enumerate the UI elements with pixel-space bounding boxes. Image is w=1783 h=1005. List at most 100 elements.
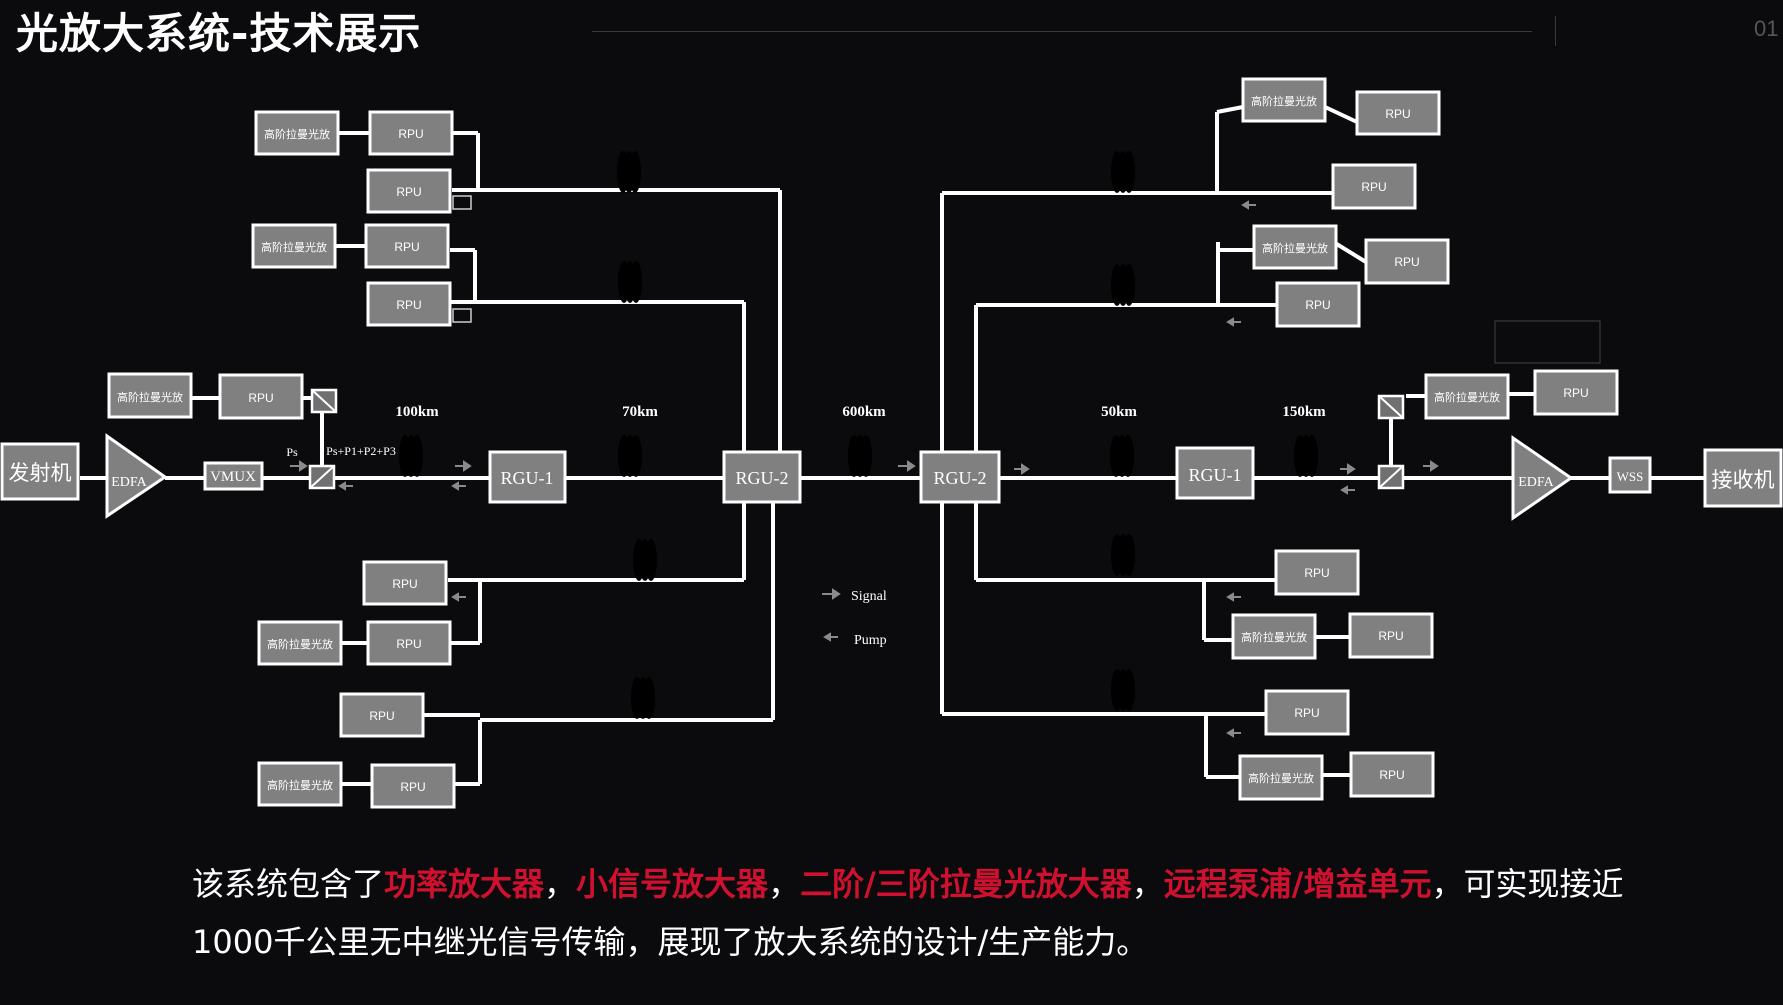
highlight-raman-amplifier: 二阶/三阶拉曼光放大器 (800, 865, 1132, 903)
svg-text:EDFA: EDFA (111, 475, 147, 490)
rpu-box: RPU (218, 373, 304, 420)
svg-text:接收机: 接收机 (1712, 469, 1775, 492)
svg-text:RPU: RPU (1379, 768, 1404, 782)
svg-text:高阶拉曼光放: 高阶拉曼光放 (1262, 241, 1328, 255)
svg-text:RPU: RPU (392, 577, 417, 591)
svg-text:RPU: RPU (1394, 255, 1419, 269)
svg-text:高阶拉曼光放: 高阶拉曼光放 (267, 637, 333, 651)
vmux-node: VMUX (203, 461, 264, 491)
description-part: ，可实现接近1000千公里无中继光信号传输，展现了放大系统的设计/生产能力。 (192, 865, 1624, 961)
raman-box: 高阶拉曼光放 (1241, 77, 1327, 123)
raman-box: 高阶拉曼光放 (251, 223, 337, 269)
title-divider-tick (1555, 16, 1556, 46)
splitter-right-top (1377, 394, 1405, 420)
rpu-box: RPU (1275, 281, 1361, 328)
svg-text:RPU: RPU (1305, 298, 1330, 312)
svg-text:高阶拉曼光放: 高阶拉曼光放 (264, 127, 330, 141)
edfa-right-node: EDFA (1511, 435, 1574, 521)
svg-text:RPU: RPU (1385, 107, 1410, 121)
svg-text:高阶拉曼光放: 高阶拉曼光放 (117, 390, 183, 404)
svg-text:RPU: RPU (1361, 180, 1386, 194)
legend-pump-arrow (823, 632, 838, 642)
highlight-small-signal-amplifier: 小信号放大器 (576, 865, 769, 903)
rpu-box: RPU (1355, 90, 1441, 136)
raman-box: 高阶拉曼光放 (257, 761, 343, 807)
svg-text:RPU: RPU (1563, 386, 1588, 400)
svg-text:高阶拉曼光放: 高阶拉曼光放 (1434, 390, 1500, 404)
raman-box: 高阶拉曼光放 (1231, 613, 1317, 660)
svg-text:RGU-2: RGU-2 (736, 468, 789, 488)
raman-box: 高阶拉曼光放 (254, 110, 340, 156)
rpu-box: RPU (339, 692, 425, 738)
svg-text:RPU: RPU (394, 240, 419, 254)
rgu1-left-node: RGU-1 (488, 450, 567, 504)
dashed-outline (1494, 320, 1601, 364)
splitter-left-main (308, 464, 336, 490)
span-label-150km: 150km (1282, 404, 1326, 420)
wss-node: WSS (1608, 456, 1652, 494)
highlight-power-amplifier: 功率放大器 (384, 865, 545, 903)
svg-text:VMUX: VMUX (210, 469, 256, 485)
isolator-icon (452, 308, 472, 323)
description-part: 该系统包含了 (192, 865, 385, 903)
raman-box: 高阶拉曼光放 (1238, 754, 1324, 801)
svg-text:高阶拉曼光放: 高阶拉曼光放 (267, 778, 333, 792)
svg-text:高阶拉曼光放: 高阶拉曼光放 (1248, 771, 1314, 785)
edfa-left-node: EDFA (105, 433, 168, 519)
rpu-box: RPU (366, 281, 452, 327)
svg-text:高阶拉曼光放: 高阶拉曼光放 (1241, 630, 1307, 644)
svg-text:RPU: RPU (400, 780, 425, 794)
splitter-left-top (310, 388, 338, 414)
svg-text:RPU: RPU (1378, 629, 1403, 643)
rpu-box: RPU (1348, 612, 1434, 659)
rgu2-right-node: RGU-2 (919, 450, 1001, 504)
splitter-right-main (1377, 464, 1405, 490)
span-label-100km: 100km (395, 404, 439, 420)
span-label-50km: 50km (1101, 404, 1137, 420)
svg-text:RGU-1: RGU-1 (501, 468, 554, 488)
svg-text:RPU: RPU (396, 637, 421, 651)
svg-text:RPU: RPU (248, 391, 273, 405)
svg-text:RGU-1: RGU-1 (1189, 465, 1242, 485)
svg-text:RPU: RPU (369, 709, 394, 723)
span-label-70km: 70km (622, 404, 658, 420)
isolator-icon (452, 195, 472, 210)
rpu-box: RPU (1533, 369, 1619, 416)
connection-lines (80, 105, 1705, 786)
ps-sum-label: Ps+P1+P2+P3 (326, 444, 396, 458)
description-text: 该系统包含了功率放大器，小信号放大器，二阶/三阶拉曼光放大器，远程泵浦/增益单元… (192, 855, 1632, 971)
raman-box: 高阶拉曼光放 (257, 620, 343, 666)
title-divider (592, 31, 1532, 32)
rpu-box: RPU (368, 110, 454, 156)
rpu-box: RPU (1349, 751, 1435, 798)
svg-text:发射机: 发射机 (9, 462, 72, 485)
description-part: ， (544, 865, 577, 903)
rpu-box: RPU (370, 763, 456, 809)
svg-text:高阶拉曼光放: 高阶拉曼光放 (1251, 94, 1317, 108)
transmitter-node: 发射机 (0, 442, 80, 501)
rpu-box: RPU (362, 560, 448, 606)
svg-text:RPU: RPU (396, 298, 421, 312)
svg-text:RPU: RPU (1304, 566, 1329, 580)
rpu-box: RPU (366, 168, 452, 214)
description-part: ， (768, 865, 801, 903)
rpu-box: RPU (1274, 549, 1360, 596)
receiver-node: 接收机 (1703, 448, 1783, 508)
highlight-remote-pump-unit: 远程泵浦/增益单元 (1163, 865, 1432, 903)
rpu-box: RPU (366, 620, 452, 666)
raman-box: 高阶拉曼光放 (107, 372, 193, 419)
rpu-box: RPU (1264, 689, 1350, 736)
legend-pump-label: Pump (854, 633, 887, 648)
svg-text:RGU-2: RGU-2 (934, 468, 987, 488)
rpu-box: RPU (1331, 163, 1417, 210)
svg-text:WSS: WSS (1617, 469, 1644, 484)
legend: Signal Pump (822, 588, 887, 648)
svg-text:RPU: RPU (398, 127, 423, 141)
rpu-box: RPU (1364, 238, 1450, 285)
svg-text:RPU: RPU (1294, 706, 1319, 720)
span-label-600km: 600km (842, 404, 886, 420)
svg-text:RPU: RPU (396, 185, 421, 199)
raman-box: 高阶拉曼光放 (1424, 373, 1510, 420)
legend-signal-arrow (822, 588, 841, 600)
